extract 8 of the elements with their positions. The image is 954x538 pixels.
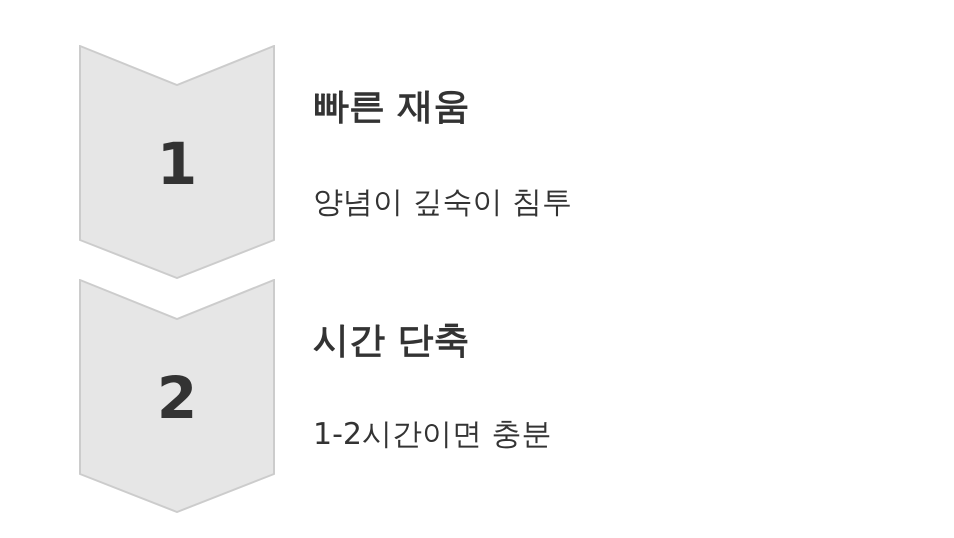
step-description: 양념이 깊숙이 침투 xyxy=(313,184,572,222)
chevron-shape xyxy=(79,279,275,513)
chevron-shape xyxy=(79,45,275,279)
step-heading: 시간 단축 xyxy=(313,319,470,363)
step-description: 1-2시간이면 충분 xyxy=(313,416,552,454)
step-heading: 빠른 재움 xyxy=(313,85,470,129)
step-number: 1 xyxy=(156,129,198,199)
step-number: 2 xyxy=(156,363,198,433)
